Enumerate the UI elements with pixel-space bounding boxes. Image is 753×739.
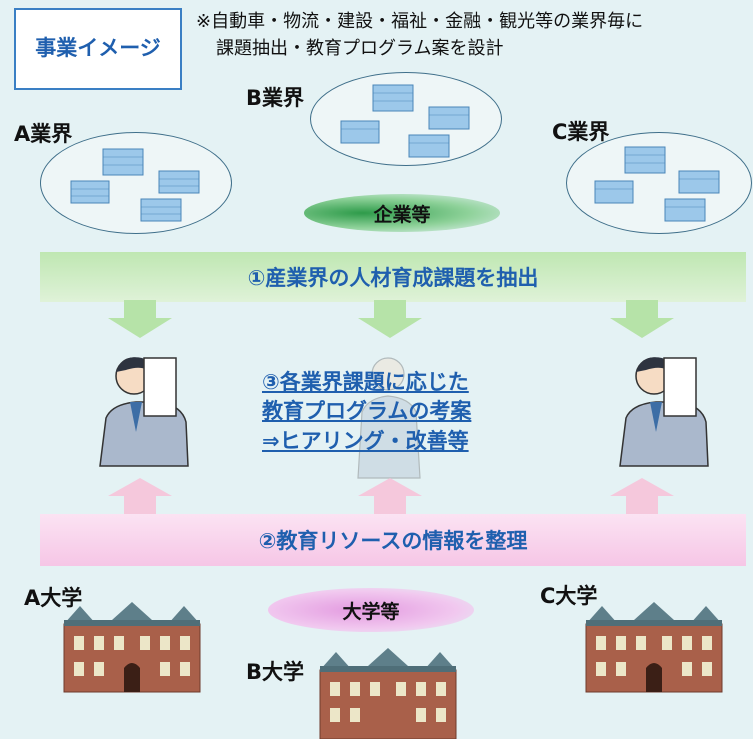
step2-text: ②教育リソースの情報を整理	[258, 529, 528, 553]
up-arrow-left	[108, 478, 172, 514]
presenter-left-icon	[99, 357, 189, 467]
industry-b-label: B業界	[246, 86, 305, 110]
page-title: 事業イメージ	[35, 36, 161, 61]
step1-band: ①産業界の人材育成課題を抽出	[40, 252, 746, 302]
down-arrows	[108, 300, 674, 338]
industry-b-group	[310, 72, 502, 166]
buildings-icon	[340, 84, 470, 158]
industry-c-label: C業界	[552, 120, 610, 144]
buildings-icon	[594, 146, 720, 222]
university-c-building-icon	[585, 602, 723, 693]
universities-pill-label: 大学等	[342, 600, 400, 623]
university-c-label: C大学	[540, 584, 598, 608]
down-arrow-left	[108, 300, 172, 338]
note-line-1: ※自動車・物流・建設・福祉・金融・観光等の業界毎に	[196, 11, 644, 32]
industry-c-group	[566, 132, 752, 234]
universities-pill: 大学等	[268, 588, 474, 632]
step3-line-1: ③各業界課題に応じた	[262, 370, 469, 394]
note-text: ※自動車・物流・建設・福祉・金融・観光等の業界毎に 課題抽出・教育プログラム案を…	[196, 8, 752, 62]
up-arrows	[108, 478, 674, 514]
note-line-2: 課題抽出・教育プログラム案を設計	[216, 38, 504, 59]
step1-text: ①産業界の人材育成課題を抽出	[247, 266, 539, 290]
presenter-right-icon	[619, 357, 709, 467]
step3-line-3: ⇒ヒアリング・改善等	[262, 428, 469, 453]
step3-line-2: 教育プログラムの考案	[262, 399, 472, 424]
step3-text: ③各業界課題に応じた 教育プログラムの考案 ⇒ヒアリング・改善等	[262, 368, 552, 456]
companies-pill-label: 企業等	[373, 203, 431, 226]
title-box: 事業イメージ	[14, 8, 182, 90]
down-arrow-center	[358, 300, 422, 338]
down-arrow-right	[610, 300, 674, 338]
university-b-building-icon	[319, 648, 457, 739]
university-b-label: B大学	[246, 660, 305, 684]
university-a-label: A大学	[24, 586, 83, 610]
up-arrow-center	[358, 478, 422, 514]
buildings-icon	[70, 148, 200, 222]
step2-band: ②教育リソースの情報を整理	[40, 514, 746, 566]
university-a-building-icon	[63, 602, 201, 693]
industry-a-group	[40, 132, 232, 234]
presenter-center-icon	[357, 357, 421, 479]
companies-pill: 企業等	[304, 194, 500, 232]
industry-a-label: A業界	[14, 122, 73, 146]
up-arrow-right	[610, 478, 674, 514]
